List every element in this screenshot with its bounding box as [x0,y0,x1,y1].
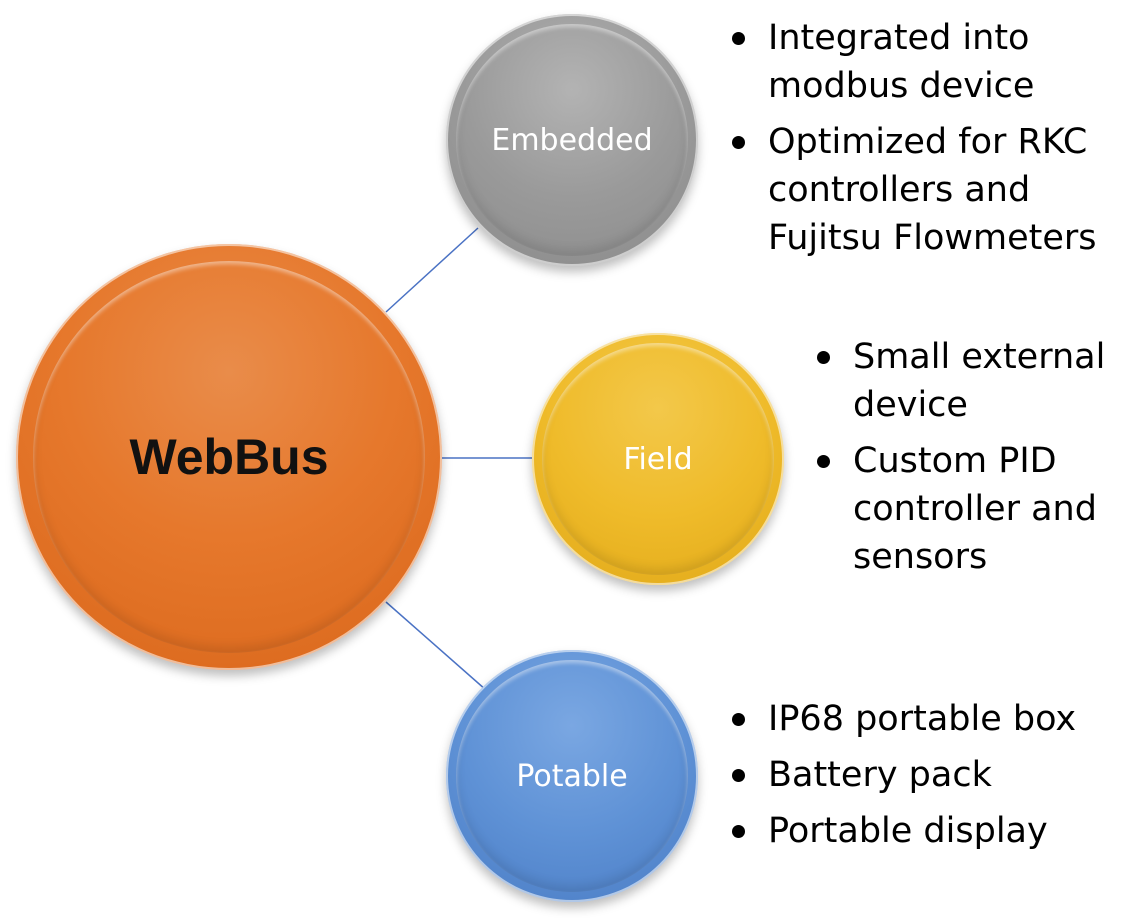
connector-embedded [385,227,479,313]
node-field: Field [532,333,784,585]
embedded-bullet-list: Integrated into modbus device Optimized … [730,14,1140,270]
bullet-item: Small external device [815,333,1145,429]
bullet-item: Custom PID controller and sensors [815,437,1145,581]
bullet-item: IP68 portable box [730,695,1140,743]
field-bullet-list: Small external device Custom PID control… [815,333,1145,589]
potable-bullet-list: IP68 portable box Battery pack Portable … [730,695,1140,863]
center-node-label: WebBus [129,429,329,485]
bullet-item: Integrated into modbus device [730,14,1140,110]
bullet-item: Battery pack [730,751,1140,799]
bullet-item: Optimized for RKC controllers and Fujits… [730,118,1140,262]
node-potable: Potable [446,650,698,902]
bullet-item: Portable display [730,807,1140,855]
connector-potable [385,601,487,691]
node-potable-label: Potable [516,758,628,794]
node-embedded: Embedded [446,14,698,266]
center-node-webbus: WebBus [16,244,442,670]
node-embedded-label: Embedded [491,122,653,158]
node-field-label: Field [623,441,693,477]
